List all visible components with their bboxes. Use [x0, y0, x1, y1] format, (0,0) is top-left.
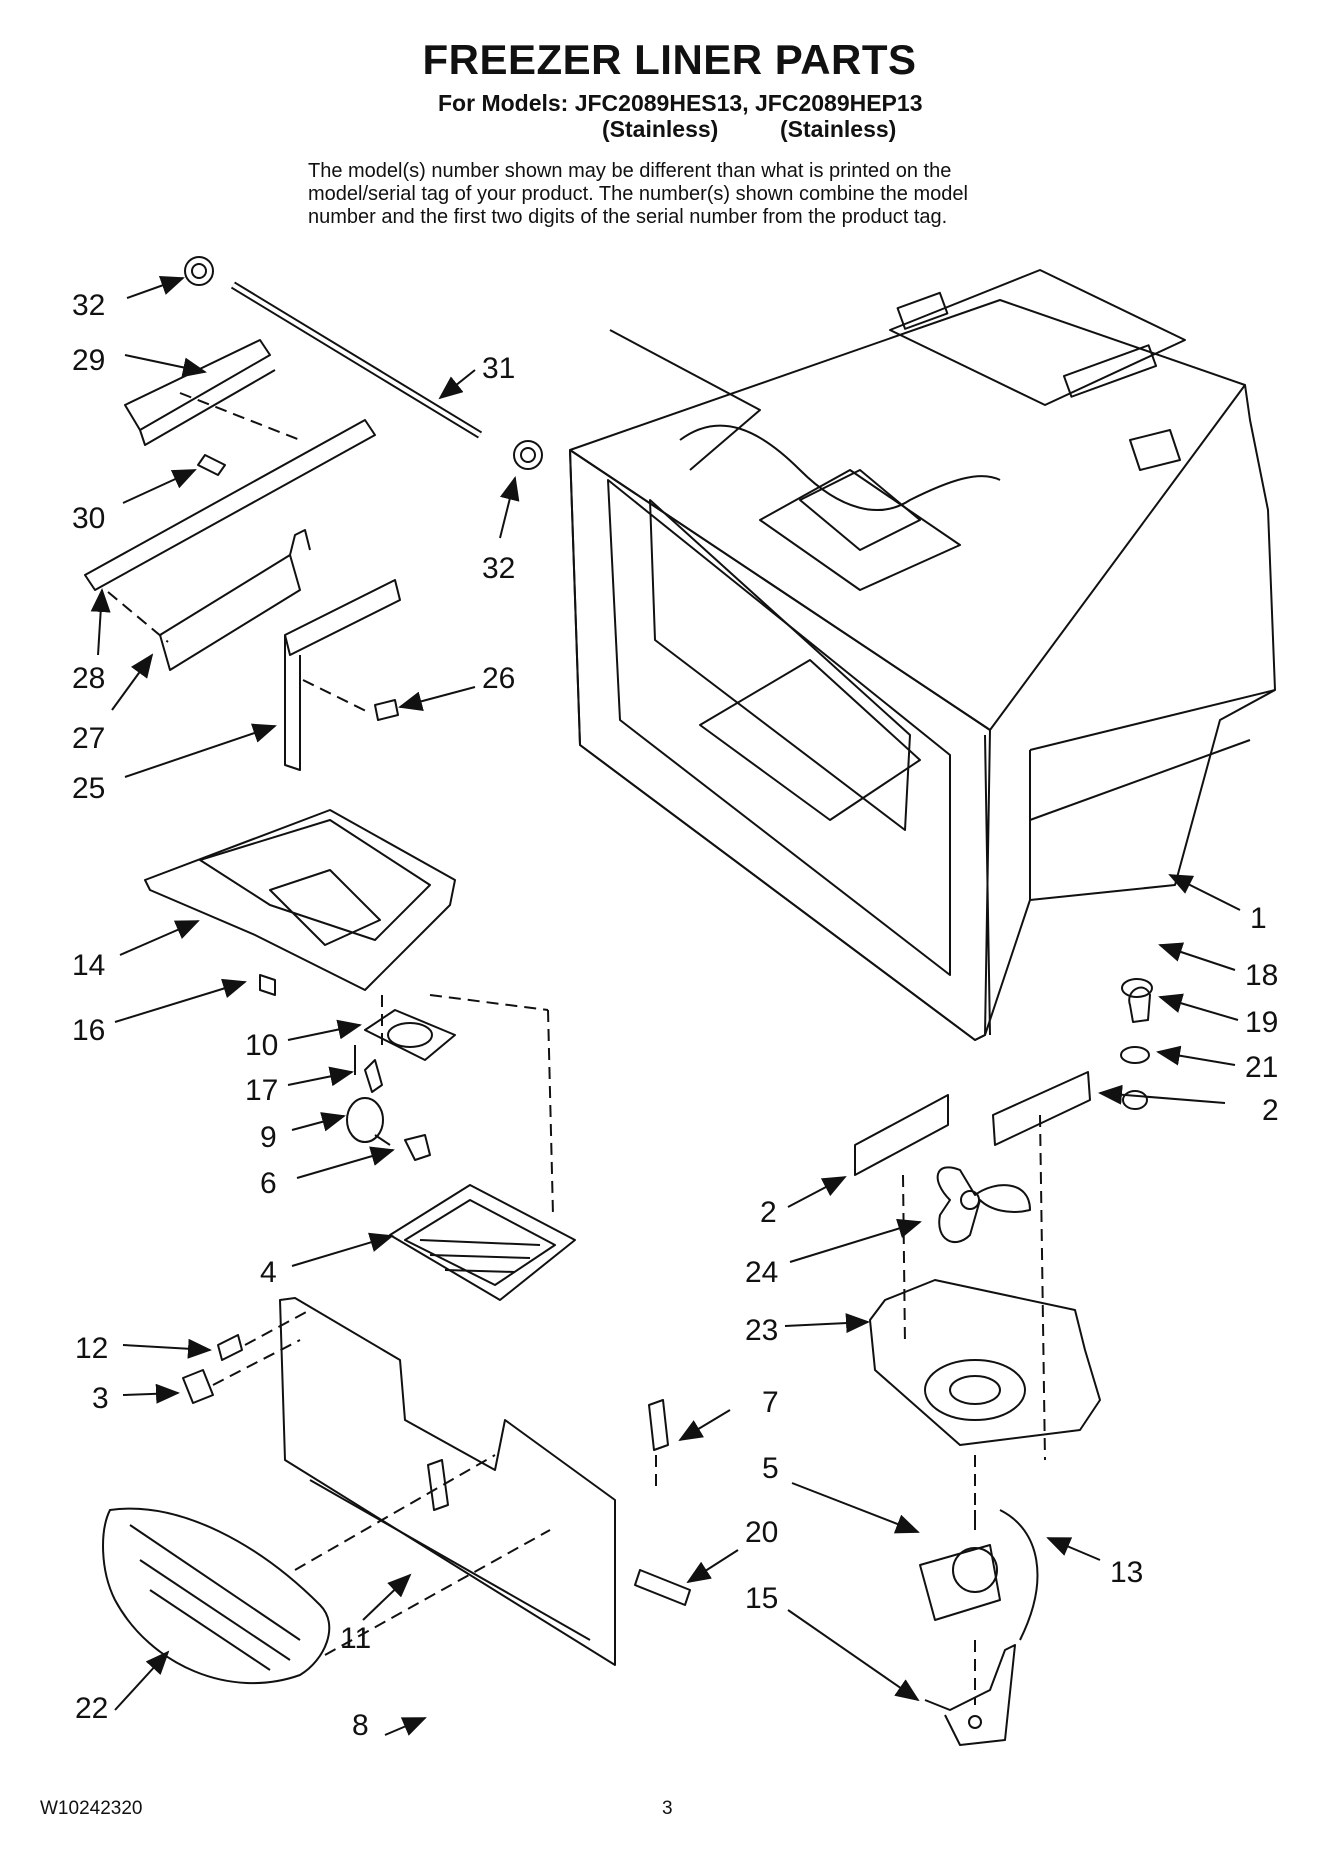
finish-label-2: (Stainless) [780, 116, 897, 142]
callout-16: 16 [72, 1014, 105, 1047]
callout-labels: 32 29 31 30 32 28 27 26 25 14 16 10 17 9… [72, 289, 1279, 1742]
callout-7: 7 [762, 1386, 779, 1419]
callout-31: 31 [482, 352, 515, 385]
alignment-lines [107, 392, 1046, 1705]
page-number: 3 [662, 1798, 673, 1819]
callout-6: 6 [260, 1167, 277, 1200]
finish-label-1: (Stainless) [602, 116, 719, 142]
callout-30: 30 [72, 502, 105, 535]
callout-15: 15 [745, 1582, 778, 1615]
note-line-1: The model(s) number shown may be differe… [308, 160, 952, 182]
small-fastener-parts [182, 1334, 691, 1606]
light-assembly-parts [346, 1009, 576, 1301]
callout-24: 24 [745, 1256, 778, 1289]
callout-17: 17 [245, 1074, 278, 1107]
shroud-part [144, 809, 456, 996]
evaporator-fan-parts [854, 978, 1153, 1746]
callout-12: 12 [75, 1332, 108, 1365]
callout-8: 8 [352, 1709, 369, 1742]
callout-27: 27 [72, 722, 105, 755]
callout-leaders [90, 275, 1241, 1736]
callout-2-right: 2 [1262, 1094, 1279, 1127]
models-line: For Models: JFC2089HES13, JFC2089HEP13 [438, 90, 923, 116]
callout-3: 3 [92, 1382, 109, 1415]
grille-part [102, 1507, 331, 1684]
callout-23: 23 [745, 1314, 778, 1347]
callout-18: 18 [1245, 959, 1278, 992]
callout-21: 21 [1245, 1051, 1278, 1084]
callout-19: 19 [1245, 1006, 1278, 1039]
callout-25: 25 [72, 772, 105, 805]
callout-14: 14 [72, 949, 105, 982]
callout-4: 4 [260, 1256, 277, 1289]
page-title: FREEZER LINER PARTS [422, 36, 917, 83]
callout-29: 29 [72, 344, 105, 377]
callout-32-upper: 32 [72, 289, 105, 322]
callout-28: 28 [72, 662, 105, 695]
shelf-slide-parts [84, 256, 543, 771]
callout-26: 26 [482, 662, 515, 695]
document-code: W10242320 [40, 1798, 143, 1819]
callout-9: 9 [260, 1121, 277, 1154]
evaporator-cover-part [279, 1297, 616, 1666]
freezer-liner-part [569, 269, 1276, 1041]
callout-11: 11 [340, 1622, 371, 1655]
model-number-note: The model(s) number shown may be differe… [308, 160, 1108, 229]
callout-22: 22 [75, 1692, 108, 1725]
callout-2-left: 2 [760, 1196, 777, 1229]
callout-20: 20 [745, 1516, 778, 1549]
callout-32-lower: 32 [482, 552, 515, 585]
note-line-3: number and the first two digits of the s… [308, 206, 948, 228]
callout-5: 5 [762, 1452, 779, 1485]
callout-10: 10 [245, 1029, 278, 1062]
callout-1: 1 [1250, 902, 1267, 935]
note-line-2: model/serial tag of your product. The nu… [308, 183, 968, 205]
callout-13: 13 [1110, 1556, 1143, 1589]
